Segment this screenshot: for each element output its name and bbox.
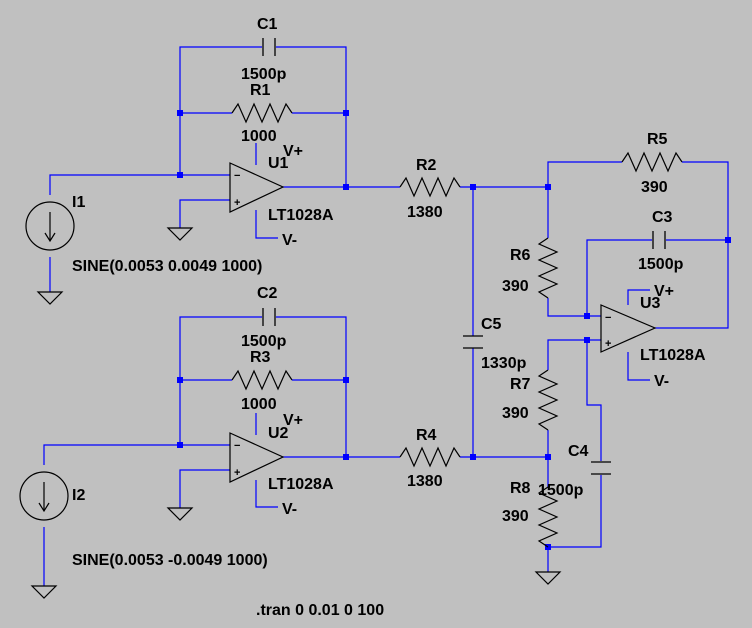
r4-ref: R4	[416, 427, 437, 444]
c4-value: 1500p	[538, 482, 584, 499]
resistor-r4[interactable]	[399, 446, 461, 468]
c2-value: 1500p	[241, 333, 287, 350]
capacitor-c2[interactable]	[262, 308, 276, 326]
u2-ref: U2	[268, 425, 289, 442]
u2-vminus-label: V-	[282, 501, 297, 518]
u1-vplus-label: V+	[283, 143, 303, 160]
u3-model: LT1028A	[640, 347, 706, 364]
r5-value: 390	[641, 179, 668, 196]
r2-value: 1380	[407, 204, 443, 221]
r1-value: 1000	[241, 128, 277, 145]
r6-ref: R6	[510, 247, 531, 264]
i2-ref: I2	[72, 487, 85, 504]
resistor-r8[interactable]	[537, 486, 559, 548]
c1-ref: C1	[257, 16, 278, 33]
c5-ref: C5	[481, 316, 502, 333]
u1-vminus-label: V-	[282, 232, 297, 249]
opamp-u1[interactable]: − +	[229, 162, 285, 213]
i1-ref: I1	[72, 194, 85, 211]
capacitor-c4[interactable]	[591, 461, 611, 475]
resistor-r7[interactable]	[537, 369, 559, 431]
u3-minus-pin: −	[605, 312, 611, 324]
c4-ref: C4	[568, 443, 589, 460]
capacitor-c3[interactable]	[652, 231, 666, 249]
r5-ref: R5	[647, 131, 668, 148]
u3-ref: U3	[640, 295, 661, 312]
resistor-r3[interactable]	[231, 369, 293, 391]
u2-minus-pin: −	[234, 440, 240, 452]
capacitor-c1[interactable]	[262, 38, 276, 56]
opamp-u3[interactable]: − +	[600, 304, 657, 353]
c2-ref: C2	[257, 285, 278, 302]
r7-value: 390	[502, 405, 529, 422]
capacitor-c5[interactable]	[463, 335, 483, 349]
c3-value: 1500p	[638, 256, 684, 273]
u3-vplus-label: V+	[654, 283, 674, 300]
opamp-u2[interactable]: − +	[229, 432, 285, 483]
resistor-r2[interactable]	[399, 176, 461, 198]
r3-value: 1000	[241, 396, 277, 413]
u2-plus-pin: +	[234, 467, 240, 479]
wires	[43, 46, 729, 586]
r4-value: 1380	[407, 473, 443, 490]
u1-plus-pin: +	[234, 197, 240, 209]
r2-ref: R2	[416, 157, 437, 174]
r7-ref: R7	[510, 376, 531, 393]
u2-vplus-label: V+	[283, 412, 303, 429]
ground-u1-icon	[166, 227, 194, 241]
r3-ref: R3	[250, 349, 271, 366]
resistor-r5[interactable]	[621, 151, 683, 173]
current-source-i2[interactable]	[19, 471, 69, 521]
u3-plus-pin: +	[605, 338, 611, 350]
r1-ref: R1	[250, 82, 271, 99]
u1-minus-pin: −	[234, 170, 240, 182]
i1-value: SINE(0.0053 0.0049 1000)	[72, 258, 262, 275]
ground-i2-icon	[30, 585, 58, 599]
c5-value: 1330p	[481, 355, 527, 372]
r8-ref: R8	[510, 480, 531, 497]
c1-value: 1500p	[241, 66, 287, 83]
i2-value: SINE(0.0053 -0.0049 1000)	[72, 552, 268, 569]
r8-value: 390	[502, 508, 529, 525]
resistor-r1[interactable]	[231, 102, 293, 124]
u2-model: LT1028A	[268, 476, 334, 493]
ground-r8-icon	[534, 571, 562, 585]
u3-vminus-label: V-	[654, 373, 669, 390]
ground-i1-icon	[36, 291, 64, 305]
current-source-i1[interactable]	[25, 201, 75, 251]
r6-value: 390	[502, 278, 529, 295]
u1-ref: U1	[268, 155, 289, 172]
u1-model: LT1028A	[268, 207, 334, 224]
c3-ref: C3	[652, 209, 673, 226]
ground-u2-icon	[166, 507, 194, 521]
resistor-r6[interactable]	[537, 237, 559, 299]
sim-directive[interactable]: .tran 0 0.01 0 100	[256, 602, 384, 619]
